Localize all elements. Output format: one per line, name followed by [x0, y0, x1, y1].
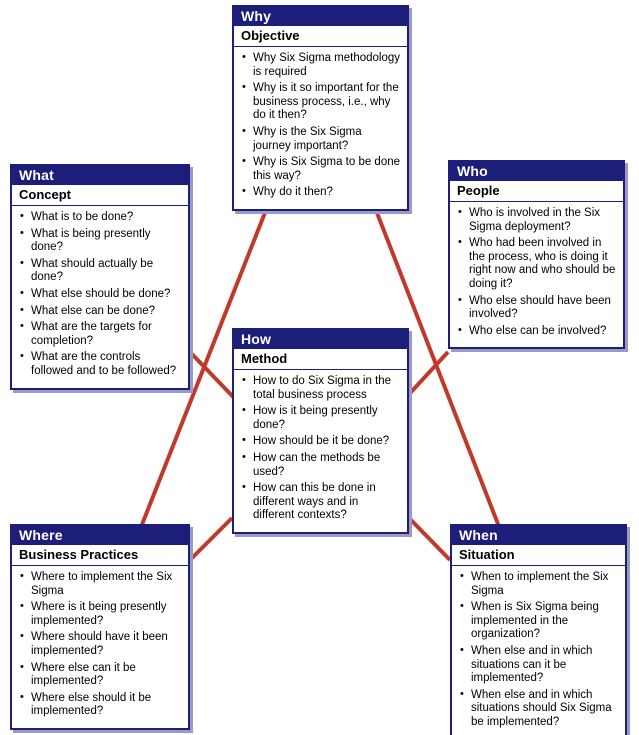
list-item: Where should have it been implemented? — [16, 630, 182, 658]
list-item: How is it being presently done? — [238, 404, 401, 432]
list-item: Who had been involved in the process, wh… — [454, 236, 617, 291]
list-item: Who else should have been involved? — [454, 294, 617, 322]
list-item: Who is involved in the Six Sigma deploym… — [454, 206, 617, 234]
node-how-subtitle: Method — [234, 349, 407, 370]
node-when-subtitle: Situation — [452, 545, 625, 566]
list-item: How can the methods be used? — [238, 451, 401, 479]
connector-why-where — [126, 199, 272, 561]
node-where[interactable]: Where Business Practices Where to implem… — [10, 524, 190, 730]
list-item: When to implement the Six Sigma — [456, 570, 619, 598]
list-item: Where to implement the Six Sigma — [16, 570, 182, 598]
node-why-subtitle: Objective — [234, 26, 407, 47]
node-where-body: Where to implement the Six SigmaWhere is… — [12, 566, 188, 728]
node-what[interactable]: What Concept What is to be done?What is … — [10, 164, 190, 390]
list-item: Why do it then? — [238, 185, 401, 200]
node-when-title: When — [452, 526, 625, 545]
node-why-items: Why Six Sigma methodology is requiredWhy… — [238, 51, 401, 200]
node-how-body: How to do Six Sigma in the total busines… — [234, 370, 407, 532]
list-item: How should be it be done? — [238, 434, 401, 449]
node-why-body: Why Six Sigma methodology is requiredWhy… — [234, 47, 407, 209]
node-who-body: Who is involved in the Six Sigma deploym… — [450, 202, 623, 347]
node-what-title: What — [12, 166, 188, 185]
list-item: Where is it being presently implemented? — [16, 600, 182, 628]
list-item: When else and in which situations should… — [456, 688, 619, 730]
node-who[interactable]: Who People Who is involved in the Six Si… — [448, 160, 625, 350]
list-item: Why is it so important for the business … — [238, 81, 401, 123]
list-item: What else can be done? — [16, 304, 182, 319]
list-item: Why is Six Sigma to be done this way? — [238, 155, 401, 183]
node-what-body: What is to be done? What is being present… — [12, 206, 188, 388]
node-where-subtitle: Business Practices — [12, 545, 188, 566]
node-how-title: How — [234, 330, 407, 349]
list-item: What is being presently done? — [16, 227, 182, 255]
node-why-title: Why — [234, 7, 407, 26]
connector-why-when — [370, 199, 514, 561]
node-when[interactable]: When Situation When to implement the Six… — [450, 524, 627, 735]
list-item: Where else can it be implemented? — [16, 661, 182, 689]
node-where-title: Where — [12, 526, 188, 545]
list-item: How to do Six Sigma in the total busines… — [238, 374, 401, 402]
list-item: What should actually be done? — [16, 257, 182, 285]
node-who-subtitle: People — [450, 181, 623, 202]
list-item: Why Six Sigma methodology is required — [238, 51, 401, 79]
node-what-items: What is to be done? What is being present… — [16, 210, 182, 379]
connector-what-how — [188, 350, 242, 406]
list-item: Who else can be involved? — [454, 324, 617, 339]
connector-how-when — [407, 516, 452, 562]
node-how[interactable]: How Method How to do Six Sigma in the to… — [232, 328, 409, 534]
list-item: Why is the Six Sigma journey important? — [238, 125, 401, 153]
list-item: When else and in which situations can it… — [456, 644, 619, 686]
list-item: What is to be done? — [16, 210, 182, 225]
node-where-items: Where to implement the Six SigmaWhere is… — [16, 570, 182, 719]
node-what-subtitle: Concept — [12, 185, 188, 206]
node-why[interactable]: Why Objective Why Six Sigma methodology … — [232, 5, 409, 211]
node-when-body: When to implement the Six SigmaWhen is S… — [452, 566, 625, 735]
node-who-items: Who is involved in the Six Sigma deploym… — [454, 206, 617, 339]
list-item: What else should be done? — [16, 287, 182, 302]
list-item: What are the controls followed and to be… — [16, 350, 182, 378]
node-when-items: When to implement the Six SigmaWhen is S… — [456, 570, 619, 730]
list-item: When is Six Sigma being implemented in t… — [456, 600, 619, 642]
list-item: Where else should it be implemented? — [16, 691, 182, 719]
node-how-items: How to do Six Sigma in the total busines… — [238, 374, 401, 523]
connector-how-where — [188, 516, 234, 562]
node-who-title: Who — [450, 162, 623, 181]
list-item: How can this be done in different ways a… — [238, 481, 401, 523]
list-item: What are the targets for completion? — [16, 320, 182, 348]
